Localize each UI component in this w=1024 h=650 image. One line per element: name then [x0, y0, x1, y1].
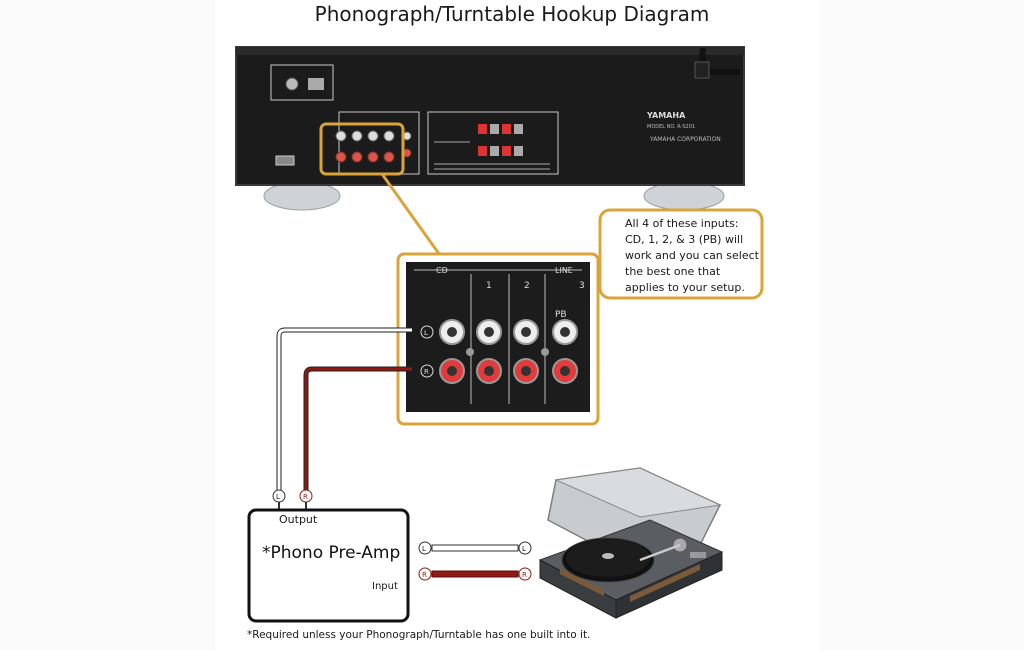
- preamp-output-label: Output: [279, 513, 318, 526]
- tt-tag-right-near: R: [422, 571, 427, 579]
- tt-tag-left-near: L: [422, 545, 426, 553]
- footnote: *Required unless your Phonograph/Turntab…: [247, 629, 591, 641]
- corporation-label: YAMAHA CORPORATION: [649, 136, 721, 143]
- tt-tag-right-far: R: [522, 571, 527, 579]
- highlight-box-small: [319, 122, 405, 176]
- preamp-name: *Phono Pre-Amp: [262, 543, 401, 563]
- inset-col-1: 1: [486, 281, 492, 291]
- model-number: MODEL NO. R-S201: [647, 124, 695, 130]
- callout-box: [598, 208, 764, 300]
- antenna-terminal: [308, 78, 324, 90]
- turntable-image: [538, 467, 724, 619]
- right-margin: [820, 0, 1024, 650]
- brand-logo: YAMAHA: [646, 111, 686, 120]
- tt-tag-left-far: L: [522, 545, 526, 553]
- inset-col-2: 2: [524, 281, 530, 291]
- zoom-connector: [380, 173, 444, 259]
- cable-tag-left: L: [276, 493, 280, 501]
- inset-screw-1: [466, 348, 474, 356]
- speaker-panel: [427, 111, 559, 175]
- receiver-foot-left: [263, 181, 341, 211]
- inset-left-marker: L: [424, 329, 428, 337]
- inset-jacks-right: [439, 358, 578, 384]
- preamp-box: [247, 508, 410, 623]
- inset-col-3: 3: [579, 281, 585, 291]
- power-socket: [275, 155, 295, 166]
- cable-tag-right: R: [303, 493, 308, 501]
- inset-screw-2: [541, 348, 549, 356]
- preamp-input-label: Input: [372, 581, 398, 592]
- inset-label-line: LINE: [555, 266, 573, 275]
- inset-pb-label: PB: [555, 310, 567, 320]
- receiver-top-edge: [236, 47, 744, 55]
- cables-to-receiver: L R: [272, 327, 412, 510]
- inset-panel: CD LINE 1 2 3 PB L R: [396, 252, 600, 426]
- diagram-title: Phonograph/Turntable Hookup Diagram: [314, 2, 710, 26]
- cables-to-turntable: L L R R: [418, 541, 532, 581]
- antenna-panel: [270, 64, 334, 101]
- receiver-foot-right: [643, 181, 725, 211]
- antenna-jack: [285, 77, 299, 91]
- left-margin: [0, 0, 215, 650]
- inset-jacks-left: [439, 319, 578, 345]
- callout-text: All 4 of these inputs: CD, 1, 2, & 3 (PB…: [625, 217, 759, 294]
- speaker-terminals: [434, 124, 550, 170]
- inset-right-marker: R: [424, 368, 429, 376]
- power-plug: [694, 61, 710, 79]
- receiver: YAMAHA MODEL NO. R-S201 YAMAHA CORPORATI…: [235, 46, 745, 211]
- inset-label-cd: CD: [436, 266, 448, 275]
- rca-small-jacks: [335, 130, 412, 163]
